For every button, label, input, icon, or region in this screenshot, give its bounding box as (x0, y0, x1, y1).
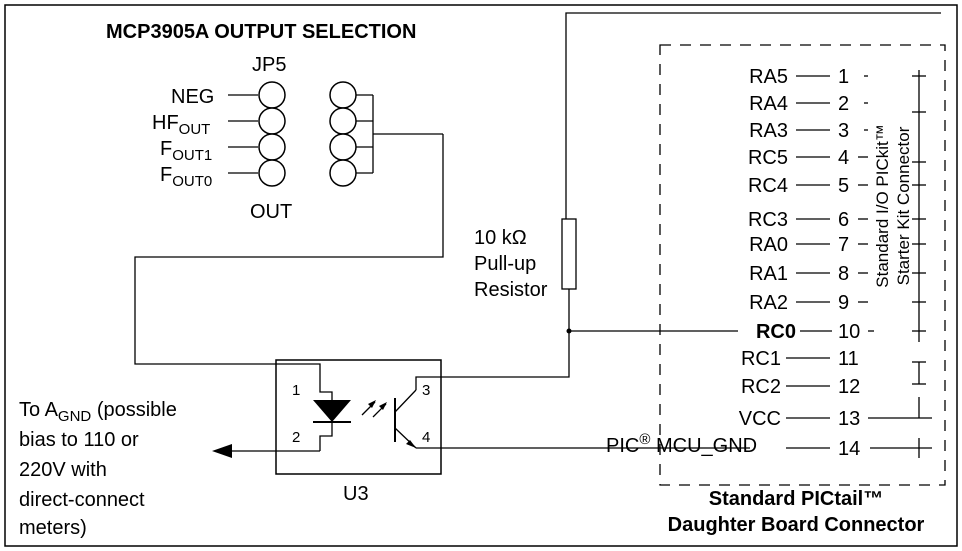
pin-row-6: RC3 6 (748, 209, 868, 231)
jumper-pin (329, 159, 357, 187)
pickit-pin-list: RA5 1 RA4 2 RA3 3 RC5 4 RC4 5 (739, 66, 932, 460)
optocoupler-name: U3 (343, 483, 369, 505)
pin-number: 4 (838, 147, 849, 169)
pin-row-11: RC1 11 (741, 348, 859, 370)
pullup-network (415, 12, 941, 390)
jumper-label-hfout: HFOUT (152, 112, 210, 138)
jumper-label-fout0: FOUT0 (160, 164, 212, 190)
pin-signal: RA3 (749, 120, 788, 142)
pin-signal: RA0 (749, 234, 788, 256)
pin-row-5: RC4 5 (748, 175, 868, 197)
diagram-border (4, 4, 958, 547)
pin-signal: RA2 (749, 292, 788, 314)
pin-row-13: VCC 13 (739, 408, 932, 430)
pin-number: 3 (838, 120, 849, 142)
jumper-label-neg: NEG (171, 86, 214, 108)
pin-number: 8 (838, 263, 849, 285)
pin-number: 1 (838, 66, 849, 88)
pin-row-8: RA1 8 (749, 263, 868, 285)
pin-signal: RA4 (749, 93, 788, 115)
pin-number: 11 (838, 348, 859, 370)
pin-row-3: RA3 3 (749, 120, 868, 142)
opto-pin-1: 1 (292, 382, 300, 399)
jumper-pins-right (329, 81, 357, 187)
pin-row-14: 14 (786, 438, 860, 460)
jumper-labels: NEG HFOUT FOUT1 FOUT0 (152, 86, 214, 190)
pin-row-1: RA5 1 (749, 66, 868, 88)
pin-row-2: RA4 2 (749, 93, 868, 115)
agnd-note: To AGND (possible bias to 110 or 220V wi… (19, 399, 177, 539)
agnd-note-line-3: 220V with (19, 459, 107, 481)
pin-number: 10 (838, 321, 860, 343)
pin-number: 14 (838, 438, 860, 460)
pin-row-10: RC0 10 (756, 321, 874, 343)
jumper-pin (258, 133, 286, 161)
pin-signal: RC1 (741, 348, 781, 370)
pin-number: 13 (838, 408, 860, 430)
opto-pin-4: 4 (422, 429, 430, 446)
daughter-board-outline (659, 44, 946, 486)
jumper-pin (329, 107, 357, 135)
pin-row-12: RC2 12 (741, 376, 860, 398)
light-arrow-icon (368, 400, 376, 408)
pin-number: 2 (838, 93, 849, 115)
pin-signal: RC4 (748, 175, 788, 197)
pin-number: 6 (838, 209, 849, 231)
daughter-board-caption-2: Daughter Board Connector (668, 514, 925, 536)
mcu-gnd-label: PIC® MCU_GND (606, 431, 757, 457)
pin-number: 7 (838, 234, 849, 256)
resistor-desc: Resistor (474, 279, 548, 301)
pin-signal: RC3 (748, 209, 788, 231)
agnd-note-line-5: meters) (19, 517, 87, 539)
pin-signal: RA5 (749, 66, 788, 88)
jumper-out-label: OUT (250, 201, 292, 223)
led-icon (313, 400, 351, 422)
jumper-name: JP5 (252, 54, 286, 76)
agnd-note-line-1: To AGND (possible (19, 399, 177, 425)
agnd-note-line-4: direct-connect (19, 489, 145, 511)
pickit-caption-line-2: Starter Kit Connector (894, 126, 913, 285)
agnd-arrow-icon (212, 444, 232, 458)
pin-signal: RA1 (749, 263, 788, 285)
resistor-value: 10 kΩ (474, 227, 527, 249)
pin-number: 9 (838, 292, 849, 314)
jumper-leads (228, 94, 258, 174)
output-selection-title: MCP3905A OUTPUT SELECTION (106, 21, 416, 43)
optocoupler-u3 (275, 359, 442, 475)
jumper-pin (258, 81, 286, 109)
pickit-connector-caption: Standard I/O PICkit™ Starter Kit Connect… (873, 124, 913, 287)
light-arrow-icon (379, 402, 387, 410)
jumper-label-fout1: FOUT1 (160, 138, 212, 164)
pin-number: 12 (838, 376, 860, 398)
jumper-pin (329, 133, 357, 161)
jumper-common-bus (134, 94, 444, 377)
pin-signal: RC2 (741, 376, 781, 398)
pin-signal: RC5 (748, 147, 788, 169)
daughter-board-caption-1: Standard PICtail™ (709, 488, 883, 510)
opto-pin-3: 3 (422, 382, 430, 399)
pin-number: 5 (838, 175, 849, 197)
junction-dot (566, 328, 572, 334)
jumper-pins-left (258, 81, 286, 187)
pin-row-4: RC5 4 (748, 147, 868, 169)
pin-row-7: RA0 7 (749, 234, 868, 256)
pin-signal: RC0 (756, 321, 796, 343)
pickit-connector-rail (912, 70, 926, 458)
jumper-pin (258, 107, 286, 135)
jumper-pin (329, 81, 357, 109)
emitter-arrow-icon (406, 440, 416, 448)
resistor-type: Pull-up (474, 253, 536, 275)
opto-pin-2: 2 (292, 429, 300, 446)
resistor-label: 10 kΩ Pull-up Resistor (474, 227, 548, 301)
pin-signal: VCC (739, 408, 781, 430)
agnd-note-line-2: bias to 110 or (19, 429, 139, 451)
pullup-resistor (561, 218, 577, 290)
jumper-pin (258, 159, 286, 187)
pin-row-9: RA2 9 (749, 292, 868, 314)
pickit-caption-line-1: Standard I/O PICkit™ (873, 124, 892, 287)
